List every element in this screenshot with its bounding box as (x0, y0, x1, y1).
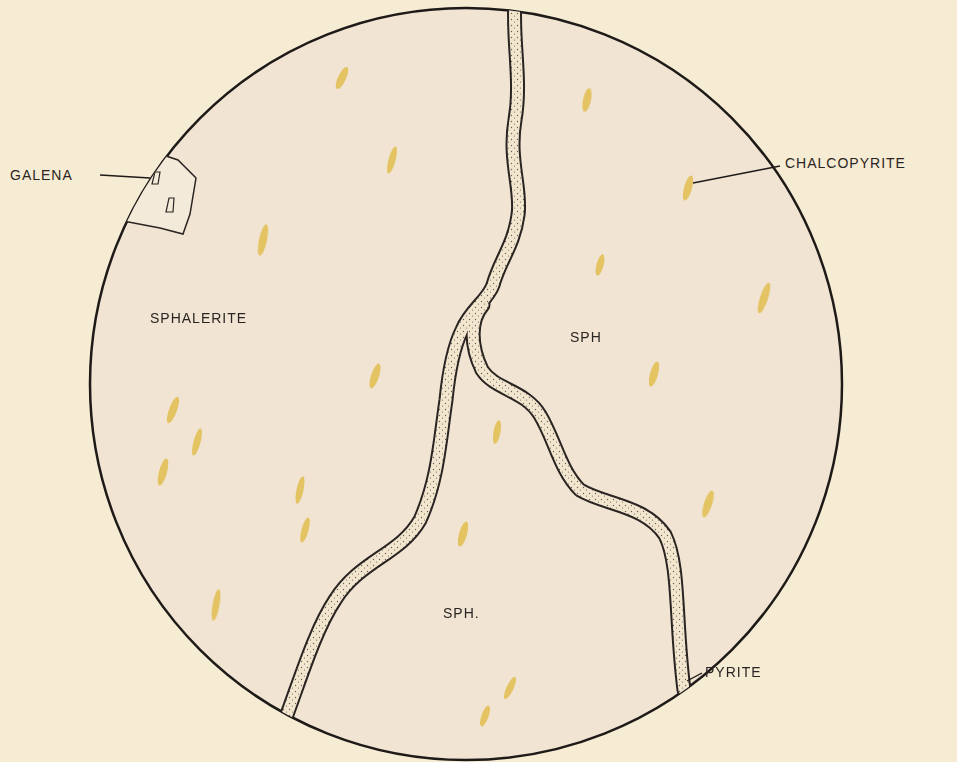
field-of-view (90, 8, 842, 760)
chalcopyrite-blebs (156, 65, 773, 727)
mineral-label: GALENA (10, 168, 73, 182)
mineral-label: PYRITE (705, 665, 762, 679)
mineral-grains (60, 0, 773, 728)
pyrite-vein (285, 0, 684, 720)
cleavage-pit (166, 198, 174, 212)
leader-lines (100, 166, 780, 681)
cleavage-pit (152, 172, 160, 184)
mineral-label: SPH (570, 330, 602, 344)
mineral-label: SPH. (443, 606, 480, 620)
mineral-label: SPHALERITE (150, 311, 247, 325)
galena-grain (60, 140, 196, 234)
mineral-label: CHALCOPYRITE (785, 156, 906, 170)
